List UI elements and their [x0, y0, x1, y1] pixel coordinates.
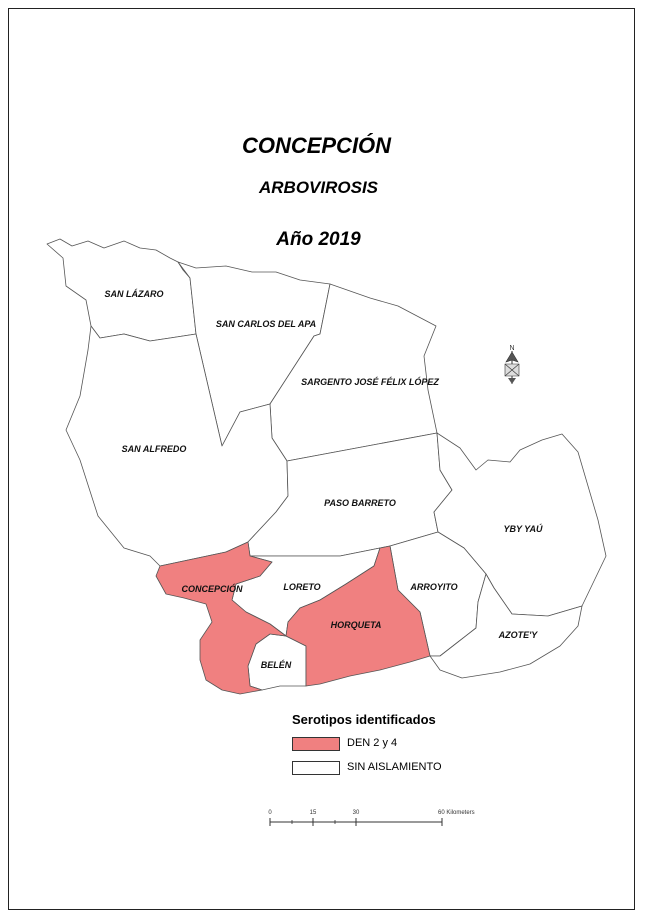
- label-arroyito: ARROYITO: [409, 582, 457, 592]
- label-belen: BELÉN: [261, 660, 292, 670]
- legend-swatch-den: [292, 737, 340, 751]
- label-yby-yau: YBY YAÚ: [503, 523, 543, 534]
- map-title: CONCEPCIÓN: [241, 133, 392, 158]
- scale-bar: 0 15 30 60 Kilometers: [268, 810, 475, 826]
- legend-title: Serotipos identificados: [292, 712, 436, 727]
- scale-tick-0: 0: [268, 810, 272, 816]
- label-san-carlos-del-apa: SAN CARLOS DEL APA: [216, 319, 316, 329]
- label-san-alfredo: SAN ALFREDO: [122, 444, 187, 454]
- label-paso-barreto: PASO BARRETO: [324, 498, 396, 508]
- legend-swatch-sin-aislamiento: [292, 761, 340, 775]
- label-sargento-jose-felix-lopez: SARGENTO JOSÉ FÉLIX LÓPEZ: [301, 376, 439, 387]
- scale-tick-15: 15: [310, 810, 317, 816]
- label-horqueta: HORQUETA: [331, 620, 382, 630]
- label-azotey: AZOTE'Y: [498, 630, 539, 640]
- north-letter: N: [509, 345, 514, 352]
- map-year: Año 2019: [276, 229, 361, 250]
- label-loreto: LORETO: [283, 582, 320, 592]
- district-yby-yau[interactable]: [433, 432, 607, 617]
- district-concepcion[interactable]: [155, 541, 287, 695]
- scale-tick-30: 30: [353, 810, 360, 816]
- legend-label-den: DEN 2 y 4: [347, 737, 398, 749]
- label-concepcion: CONCEPCIÓN: [181, 583, 243, 594]
- map-subtitle: ARBOVIROSIS: [258, 178, 379, 197]
- district-horqueta[interactable]: [285, 545, 431, 687]
- north-arrow-icon: N: [504, 345, 520, 384]
- legend-label-sin-aislamiento: SIN AISLAMIENTO: [347, 761, 442, 773]
- scale-tick-60: 60 Kilometers: [438, 810, 475, 816]
- label-san-lazaro: SAN LÁZARO: [105, 289, 164, 299]
- district-azotey[interactable]: [429, 573, 583, 679]
